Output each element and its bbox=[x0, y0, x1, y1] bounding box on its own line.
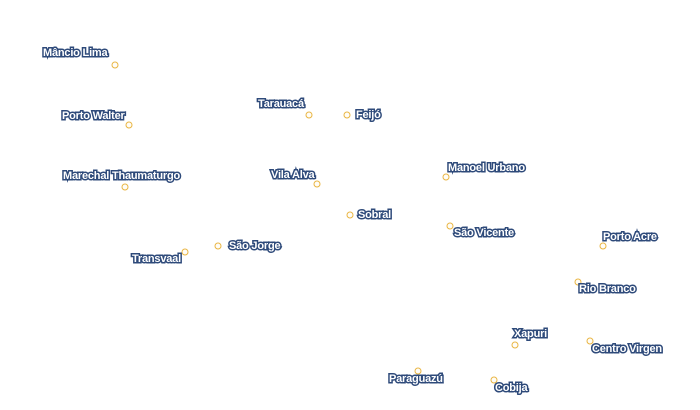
place-label-vila-alva: Vila Alva bbox=[269, 168, 316, 183]
place-marker-xapuri[interactable] bbox=[511, 341, 519, 349]
place-marker-rio-branco[interactable] bbox=[574, 278, 582, 286]
place-marker-sao-vicente[interactable] bbox=[446, 222, 454, 230]
place-label-xapuri: Xapuri bbox=[512, 327, 548, 342]
place-marker-manoel-urbano[interactable] bbox=[442, 173, 450, 181]
place-label-transvaal: Transvaal bbox=[131, 252, 183, 267]
place-marker-sao-jorge[interactable] bbox=[214, 242, 222, 250]
place-marker-paraguazu[interactable] bbox=[414, 367, 422, 375]
place-label-marechal-thaumaturgo: Marechal Thaumaturgo bbox=[61, 169, 181, 184]
place-label-rio-branco: Rio Branco bbox=[578, 282, 638, 297]
place-label-sobral: Sobral bbox=[356, 208, 392, 223]
place-marker-marechal-thaumaturgo[interactable] bbox=[121, 183, 129, 191]
place-marker-tarauaca[interactable] bbox=[305, 111, 313, 119]
place-label-porto-acre: Porto Acre bbox=[602, 230, 659, 245]
place-marker-sobral[interactable] bbox=[346, 211, 354, 219]
place-label-feijo: Feijó bbox=[355, 108, 383, 123]
place-label-sao-jorge: São Jorge bbox=[227, 239, 282, 254]
place-label-centro-virgen: Centro Virgen bbox=[591, 342, 664, 357]
place-label-sao-vicente: São Vicente bbox=[453, 226, 516, 241]
place-label-mancio-lima: Mâncio Lima bbox=[41, 46, 109, 61]
place-marker-mancio-lima[interactable] bbox=[111, 61, 119, 69]
place-label-manoel-urbano: Manoel Urbano bbox=[447, 161, 527, 176]
place-marker-transvaal[interactable] bbox=[181, 248, 189, 256]
place-marker-cobija[interactable] bbox=[490, 376, 498, 384]
place-marker-porto-acre[interactable] bbox=[599, 242, 607, 250]
place-label-cobija: Cobija bbox=[493, 381, 529, 396]
place-marker-centro-virgen[interactable] bbox=[586, 337, 594, 345]
place-marker-feijo[interactable] bbox=[343, 111, 351, 119]
place-marker-vila-alva[interactable] bbox=[313, 180, 321, 188]
place-label-porto-walter: Porto Walter bbox=[61, 109, 127, 124]
place-label-paraguazu: Paraguazú bbox=[388, 372, 445, 387]
place-marker-porto-walter[interactable] bbox=[125, 121, 133, 129]
place-label-tarauaca: Tarauacá bbox=[257, 97, 306, 112]
